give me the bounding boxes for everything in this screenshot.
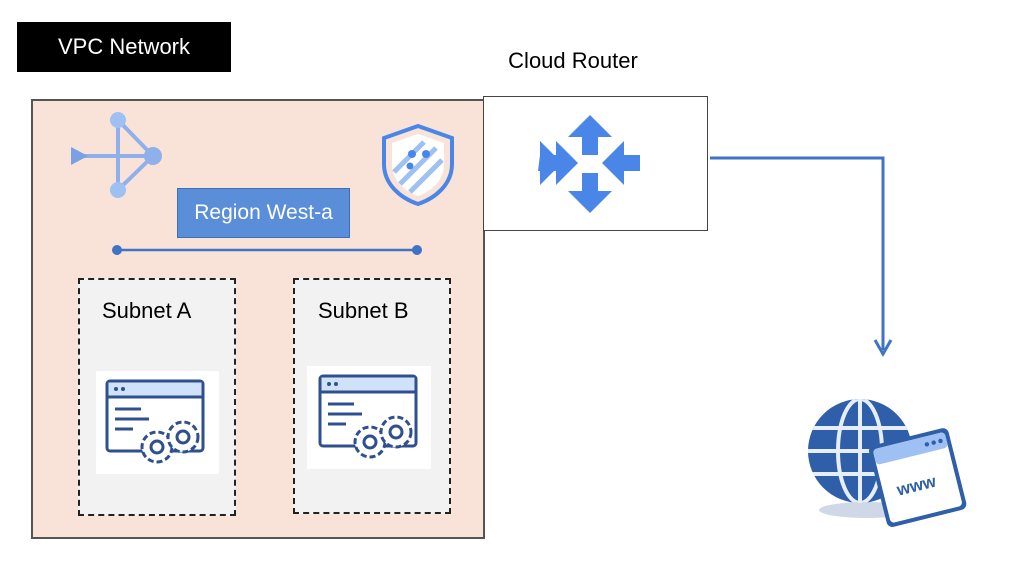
subnet-a-label: Subnet A [102,298,192,323]
subnet-b-label: Subnet B [318,298,409,323]
shield-icon [382,123,454,207]
vm-settings-icon [105,379,205,464]
router-to-internet-arrow [710,156,893,358]
globe-www-icon: www [808,399,967,527]
cloud-router-icon [538,115,640,213]
region-connector-line [112,245,422,255]
cloud-router-box [483,96,708,231]
vm-settings-icon [318,374,418,459]
region-label: Region West-a [177,188,350,238]
cloud-router-label: Cloud Router [508,48,638,73]
diagram-title: VPC Network [17,22,231,72]
network-topology-icon [71,112,162,198]
